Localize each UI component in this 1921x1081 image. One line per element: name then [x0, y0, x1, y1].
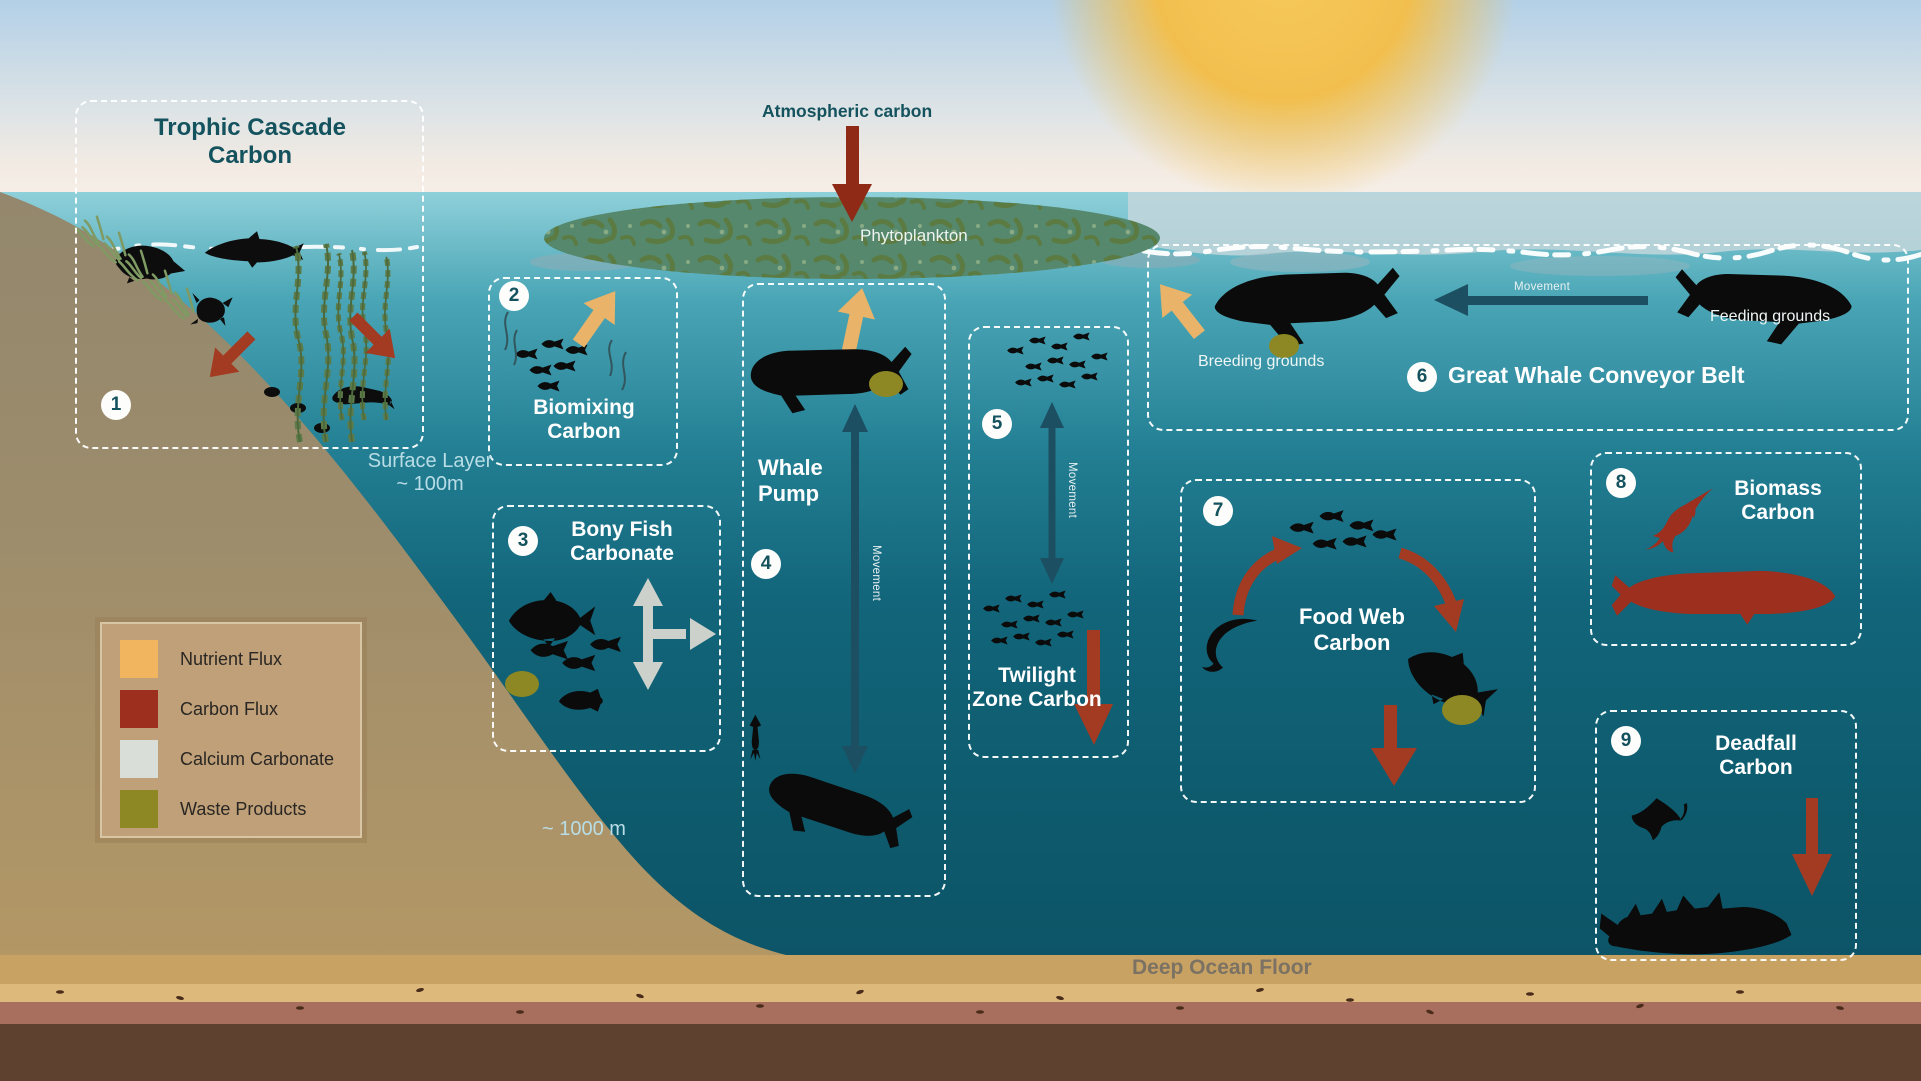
zone-9-title: Deadfall Carbon	[1715, 732, 1797, 780]
turbulence-lines	[504, 311, 627, 391]
zone-5-number: 5	[982, 409, 1012, 439]
surface-layer-line2: ~ 100m	[396, 473, 464, 496]
legend-label: Carbon Flux	[180, 698, 279, 719]
zone-6-box	[1147, 244, 1909, 431]
zone-7-box	[1180, 479, 1536, 803]
zone-8-title: Biomass Carbon	[1734, 477, 1822, 525]
zone-4-box	[742, 283, 946, 897]
zone-2-number: 2	[499, 281, 529, 311]
zone-7-number: 7	[1203, 496, 1233, 526]
zone-9-number: 9	[1611, 726, 1641, 756]
legend-item-waste-products: Waste Products	[120, 784, 360, 834]
movement-label-conveyor: Movement	[1514, 281, 1571, 293]
movement-label-twilight: Movement	[1066, 462, 1078, 519]
feeding-grounds-label: Feeding grounds	[1710, 308, 1831, 325]
coastal-slope	[0, 192, 870, 1081]
legend-label: Nutrient Flux	[180, 648, 283, 669]
carbon-flux-swatch	[120, 690, 158, 728]
surface-foam	[1127, 242, 1921, 263]
carbon-flux-arrow	[1371, 705, 1417, 786]
legend: Nutrient Flux Carbon Flux Calcium Carbon…	[100, 622, 362, 838]
zone-4-number: 4	[751, 549, 781, 579]
zone-6-number: 6	[1407, 362, 1437, 392]
phytoplankton-label: Phytoplankton	[860, 226, 968, 245]
atmospheric-carbon-label: Atmospheric carbon	[762, 101, 933, 121]
carbon-flux-curved-arrows	[1232, 536, 1464, 632]
movement-label-whale-pump: Movement	[870, 545, 882, 602]
nutrient-flux-swatch	[120, 640, 158, 678]
wave-shadow	[1510, 256, 1690, 276]
zone-1-box	[75, 100, 424, 449]
zone-9-box	[1595, 710, 1857, 961]
breeding-grounds-label: Breeding grounds	[1198, 353, 1325, 370]
sun-icon	[1049, 0, 1517, 205]
zone-1-title: Trophic Cascade Carbon	[153, 114, 347, 169]
zone-8-number: 8	[1606, 468, 1636, 498]
zone-8-box	[1590, 452, 1862, 646]
horizon-haze	[1128, 192, 1921, 256]
calcium-carbonate-arrow	[633, 578, 716, 690]
legend-item-calcium-carbonate: Calcium Carbonate	[120, 734, 360, 784]
zone-6-title: Great Whale Conveyor Belt	[1448, 362, 1745, 388]
zone-3-title: Bony Fish Carbonate	[570, 518, 674, 566]
waste-products-swatch	[120, 790, 158, 828]
waste-product-icon	[505, 671, 539, 697]
waste-product-icon	[1269, 334, 1299, 358]
movement-arrow-vertical	[1040, 402, 1064, 584]
deep-ocean-floor-label: Deep Ocean Floor	[1132, 956, 1312, 979]
wave-shadow	[1230, 252, 1370, 272]
atmospheric-carbon-arrow	[832, 126, 872, 222]
phytoplankton-bloom	[544, 197, 1160, 279]
legend-label: Waste Products	[180, 798, 307, 819]
zone-4-title: Whale Pump	[758, 455, 823, 506]
zone-5-box	[968, 326, 1129, 758]
zone-3-box	[492, 505, 721, 752]
zone-2-title: Biomixing Carbon	[533, 396, 635, 444]
zone-7-title: Food Web Carbon	[1299, 604, 1405, 655]
zone-3-number: 3	[508, 526, 538, 556]
carbon-flux-arrow	[1792, 798, 1832, 896]
legend-item-carbon-flux: Carbon Flux	[120, 684, 360, 734]
surface-layer-line1: Surface Layer	[367, 450, 493, 472]
depth-1000m-label: ~ 1000 m	[542, 818, 626, 840]
legend-label: Calcium Carbonate	[180, 748, 335, 769]
calcium-carbonate-swatch	[120, 740, 158, 778]
surface-layer-label: Surface Layer ~ 100m	[350, 450, 510, 496]
urchin-icon	[264, 387, 280, 397]
zone-2-box	[488, 277, 678, 466]
zone-5-title: Twilight Zone Carbon	[972, 664, 1102, 712]
carbon-flux-arrow	[1074, 630, 1113, 745]
waste-product-icon	[869, 371, 903, 397]
zone-1-number: 1	[101, 390, 131, 420]
movement-arrow-vertical	[842, 404, 868, 774]
movement-arrow-horizontal	[1434, 284, 1648, 316]
deep-ocean-floor	[0, 955, 1921, 1081]
waste-product-icon	[1442, 695, 1482, 725]
sky	[0, 0, 1921, 196]
legend-item-nutrient-flux: Nutrient Flux	[120, 634, 360, 684]
sediment-specks	[56, 987, 1844, 1015]
